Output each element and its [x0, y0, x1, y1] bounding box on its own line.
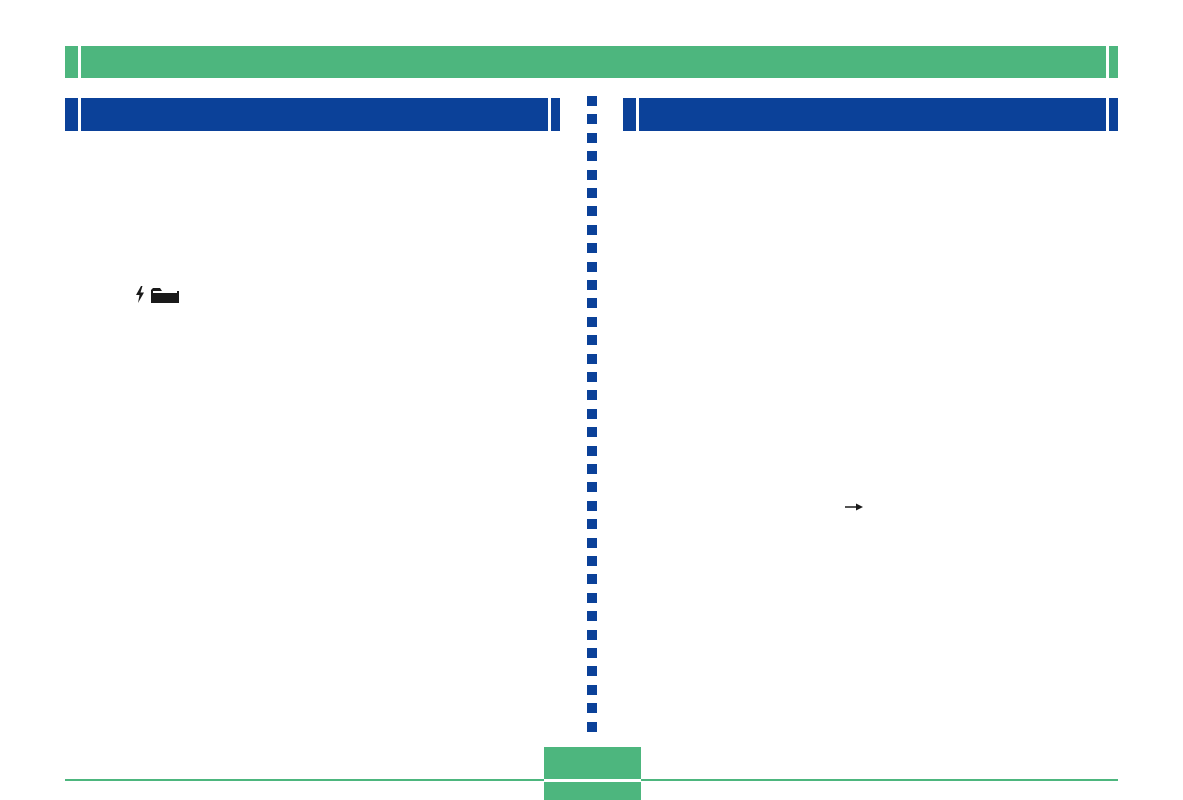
footer-rule-right	[641, 779, 1118, 781]
divider-dot	[587, 262, 597, 272]
flash-icon	[136, 286, 144, 303]
divider-dot	[587, 446, 597, 456]
column-divider	[587, 96, 597, 736]
divider-dot	[587, 722, 597, 732]
divider-dot	[587, 648, 597, 658]
divider-dot	[587, 538, 597, 548]
divider-dot	[587, 703, 597, 713]
divider-dot	[587, 354, 597, 364]
page-number-tab	[544, 747, 641, 800]
divider-dot	[587, 335, 597, 345]
section-heading-divider	[1106, 98, 1109, 131]
divider-dot	[587, 298, 597, 308]
divider-dot	[587, 170, 597, 180]
divider-dot	[587, 501, 597, 511]
footer-rule-left	[65, 779, 544, 781]
header-bar	[65, 46, 1118, 78]
divider-dot	[587, 317, 597, 327]
section-heading-divider	[78, 98, 81, 131]
section-heading-divider	[548, 98, 551, 131]
section-heading-divider	[636, 98, 639, 131]
divider-dot	[587, 372, 597, 382]
header-bar-divider	[1106, 46, 1109, 78]
divider-dot	[587, 611, 597, 621]
divider-dot	[587, 685, 597, 695]
divider-dot	[587, 114, 597, 124]
divider-dot	[587, 593, 597, 603]
divider-dot	[587, 206, 597, 216]
divider-dot	[587, 133, 597, 143]
page-number-tab-split	[544, 779, 641, 782]
divider-dot	[587, 96, 597, 106]
divider-dot	[587, 519, 597, 529]
divider-dot	[587, 409, 597, 419]
folder-icon	[151, 288, 179, 303]
divider-dot	[587, 556, 597, 566]
divider-dot	[587, 280, 597, 290]
divider-dot	[587, 390, 597, 400]
divider-dot	[587, 482, 597, 492]
header-bar-divider	[78, 46, 81, 78]
divider-dot	[587, 243, 597, 253]
divider-dot	[587, 666, 597, 676]
divider-dot	[587, 464, 597, 474]
divider-dot	[587, 427, 597, 437]
arrow-right-icon	[845, 503, 863, 511]
divider-dot	[587, 225, 597, 235]
divider-dot	[587, 574, 597, 584]
section-heading-bar-left	[65, 98, 560, 131]
section-heading-bar-right	[623, 98, 1118, 131]
divider-dot	[587, 188, 597, 198]
divider-dot	[587, 630, 597, 640]
divider-dot	[587, 151, 597, 161]
